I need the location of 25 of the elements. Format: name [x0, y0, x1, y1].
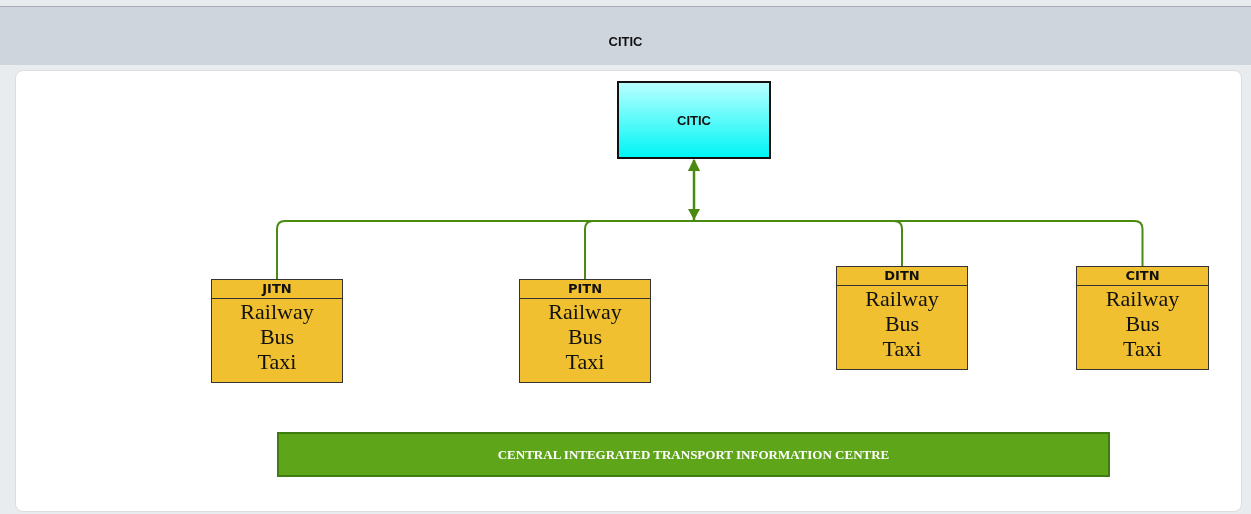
list-item: Taxi — [565, 349, 605, 374]
box-label: CENTRAL INTEGRATED TRANSPORT INFORMATION CENTRE — [497, 446, 890, 463]
list-item: Taxi — [1123, 336, 1162, 361]
list-item: Bus — [1125, 311, 1160, 336]
list-item: Railway — [865, 286, 939, 311]
list-item: Taxi — [257, 349, 297, 374]
transport-network-box — [211, 279, 343, 383]
box-heading: DITN — [837, 267, 967, 286]
box-heading: CITN — [1077, 267, 1208, 286]
process-box — [617, 81, 771, 159]
list-item: Bus — [259, 324, 295, 349]
box-label: CITIC — [677, 112, 711, 128]
box-heading: PITN — [520, 280, 650, 299]
list-item: Railway — [240, 299, 314, 324]
list-item: Railway — [1105, 286, 1180, 311]
list-item: Railway — [548, 299, 622, 324]
list-item: Bus — [884, 311, 920, 336]
transport-network-box — [836, 266, 968, 370]
list-item: Bus — [567, 324, 603, 349]
transport-network-box — [519, 279, 651, 383]
box-heading: JITN — [212, 280, 342, 299]
transport-network-box — [1076, 266, 1209, 370]
banner-band — [277, 432, 1110, 477]
title: CITIC — [607, 34, 644, 49]
list-item: Taxi — [882, 336, 922, 361]
